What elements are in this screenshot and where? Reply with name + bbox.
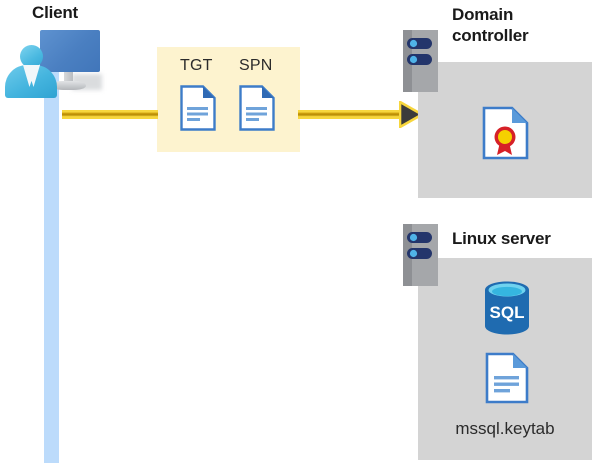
domain-controller-server-tower-icon <box>403 30 438 92</box>
keytab-filename-label: mssql.keytab <box>455 419 555 438</box>
arrow-right-icon <box>399 101 423 128</box>
linux-server-title: Linux server <box>452 229 551 248</box>
monitor-icon <box>26 30 102 98</box>
spn-label: SPN <box>239 57 273 74</box>
certificate-document-icon <box>482 106 529 160</box>
connector-line-left <box>62 110 158 119</box>
sql-database-icon: SQL <box>485 281 529 335</box>
spn-document-icon <box>239 85 275 131</box>
sql-database-label: SQL <box>490 303 525 322</box>
tgt-label: TGT <box>180 57 213 74</box>
monitor-screen <box>40 30 100 72</box>
client-title: Client <box>32 3 79 22</box>
domain-controller-title-line2: controller <box>452 26 529 45</box>
ticket-highlight-box <box>157 47 300 152</box>
linux-server-tower-icon <box>403 224 438 286</box>
monitor-base <box>51 81 86 90</box>
client-lifeline-bar <box>44 60 59 463</box>
tgt-document-icon <box>180 85 216 131</box>
user-icon <box>4 45 58 98</box>
keytab-document-icon <box>485 352 529 404</box>
connector-line-right <box>298 110 404 119</box>
monitor-neck <box>64 72 73 83</box>
user-head <box>20 45 43 68</box>
domain-controller-title: Domain controller <box>452 4 592 46</box>
domain-controller-title-line1: Domain <box>452 5 514 24</box>
